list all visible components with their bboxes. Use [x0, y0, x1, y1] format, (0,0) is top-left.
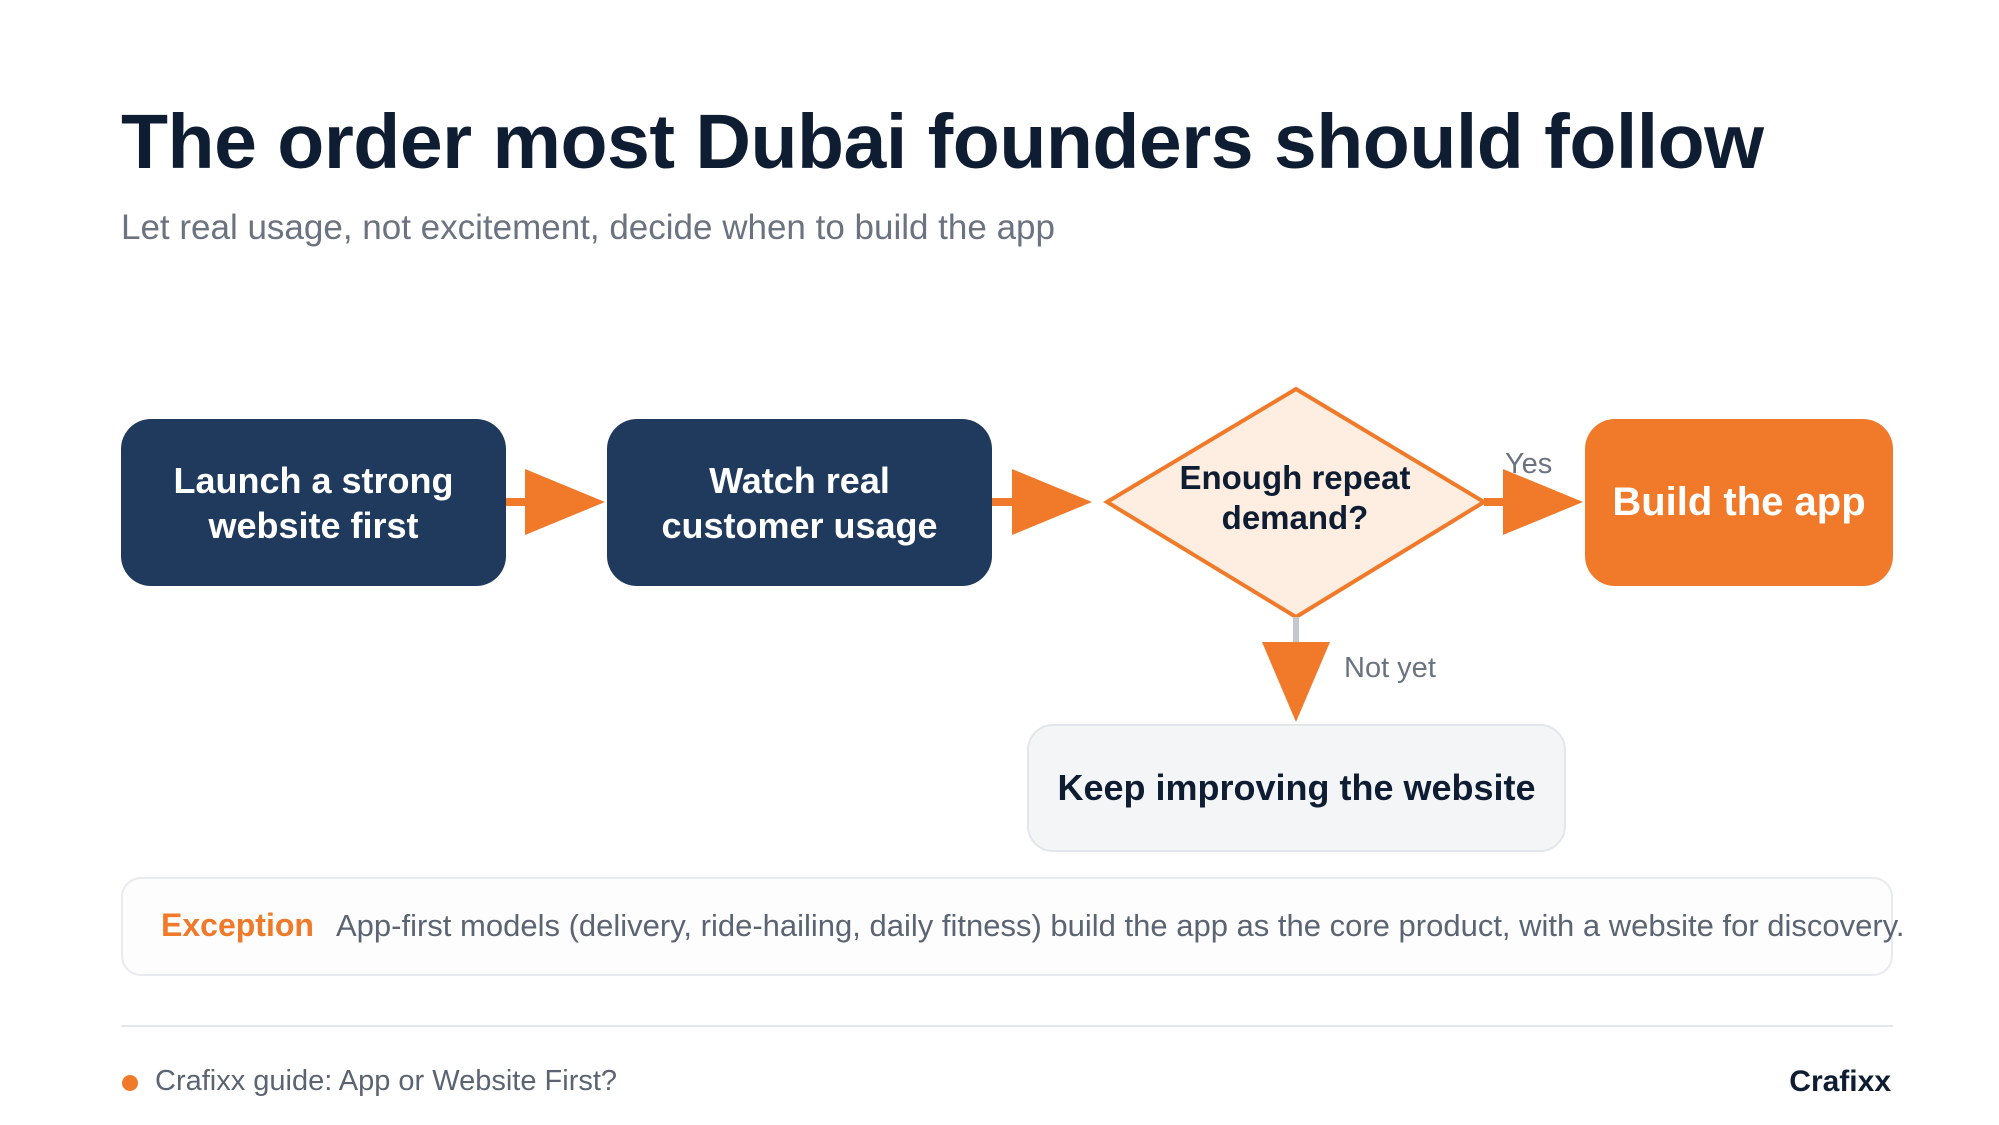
step-launch-website: Launch a strong website first	[121, 419, 506, 586]
page-title: The order most Dubai founders should fol…	[121, 99, 1764, 185]
footer-divider	[121, 1025, 1893, 1027]
decision-label-line2: demand?	[1221, 499, 1369, 536]
edge-label-yes: Yes	[1505, 448, 1553, 480]
step-watch-usage-line2: customer usage	[661, 504, 938, 546]
step-keep-improving-label: Keep improving the website	[1057, 767, 1536, 808]
arrow-not-yet	[1262, 617, 1330, 722]
bullet-dot-icon	[122, 1075, 138, 1091]
exception-callout	[121, 877, 1893, 976]
arrow-yes	[1484, 469, 1583, 535]
footer-source: Crafixx guide: App or Website First?	[155, 1065, 618, 1097]
step-watch-usage-line1: Watch real	[709, 459, 890, 501]
arrow-step1-to-step2	[506, 469, 605, 535]
step-build-app: Build the app	[1585, 419, 1893, 586]
decision-label: Enough repeat demand?	[1142, 458, 1448, 538]
brand-name: Crafixx	[1789, 1065, 1891, 1098]
arrow-step2-to-decision	[992, 469, 1092, 535]
decision-label-line1: Enough repeat	[1179, 459, 1411, 496]
step-watch-usage: Watch real customer usage	[607, 419, 992, 586]
step-launch-website-line1: Launch a strong	[173, 459, 454, 501]
exception-text: App-first models (delivery, ride-hailing…	[336, 908, 1905, 943]
step-build-app-label: Build the app	[1612, 480, 1866, 524]
exception-label: Exception	[161, 907, 314, 943]
step-keep-improving: Keep improving the website	[1027, 724, 1566, 852]
edge-label-not-yet: Not yet	[1344, 652, 1436, 684]
page-subtitle: Let real usage, not excitement, decide w…	[121, 208, 1055, 247]
step-launch-website-line2: website first	[208, 504, 419, 546]
